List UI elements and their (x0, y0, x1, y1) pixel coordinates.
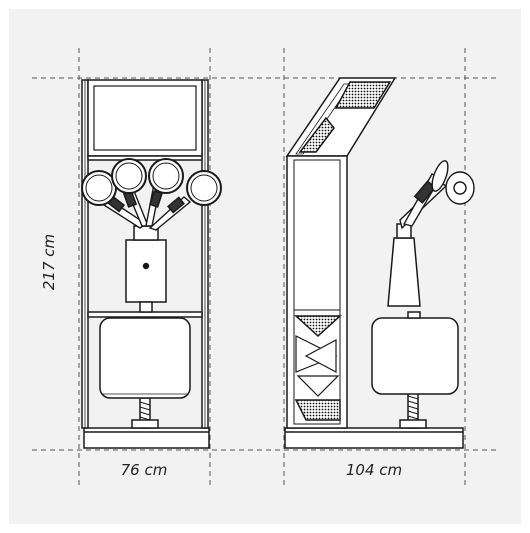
guide-lines (32, 48, 500, 488)
side-pad (371, 317, 459, 395)
height-label: 217 cm (40, 234, 58, 290)
grip-3 (149, 190, 163, 208)
side-target-hub (453, 181, 467, 195)
side-arm-assembly (399, 160, 475, 230)
front-column (125, 239, 167, 303)
side-depth-label: 104 cm (346, 461, 402, 479)
front-column-neck (139, 301, 153, 313)
front-screen-ledge (87, 155, 203, 161)
front-screw-nut (131, 419, 159, 429)
front-column-hole (142, 262, 150, 270)
side-triangle-2 (304, 339, 337, 373)
front-screen (93, 85, 197, 151)
side-column (387, 237, 421, 307)
side-screw-nut (399, 419, 427, 429)
front-grips (106, 190, 185, 214)
front-targets (81, 158, 222, 206)
side-mid-dot-panel (298, 116, 335, 153)
side-screw-threads (407, 395, 419, 420)
side-top-dot-panel (334, 81, 392, 109)
side-dot-triangle-1 (294, 315, 342, 338)
front-view (81, 79, 222, 449)
front-pad (99, 317, 191, 399)
side-triangle-3 (296, 375, 340, 397)
target-4-ring (190, 174, 218, 202)
front-base (83, 427, 210, 449)
target-2-ring (115, 162, 143, 190)
side-pad-neck (407, 311, 421, 319)
target-3-ring (152, 162, 180, 190)
front-width-label: 76 cm (121, 461, 168, 479)
target-1-ring (85, 174, 113, 202)
side-base (284, 427, 464, 449)
grip-4 (167, 196, 185, 214)
side-target-edge (431, 160, 449, 192)
side-dot-triangle-2 (294, 399, 341, 421)
side-view (284, 77, 475, 449)
side-grip (413, 180, 437, 204)
